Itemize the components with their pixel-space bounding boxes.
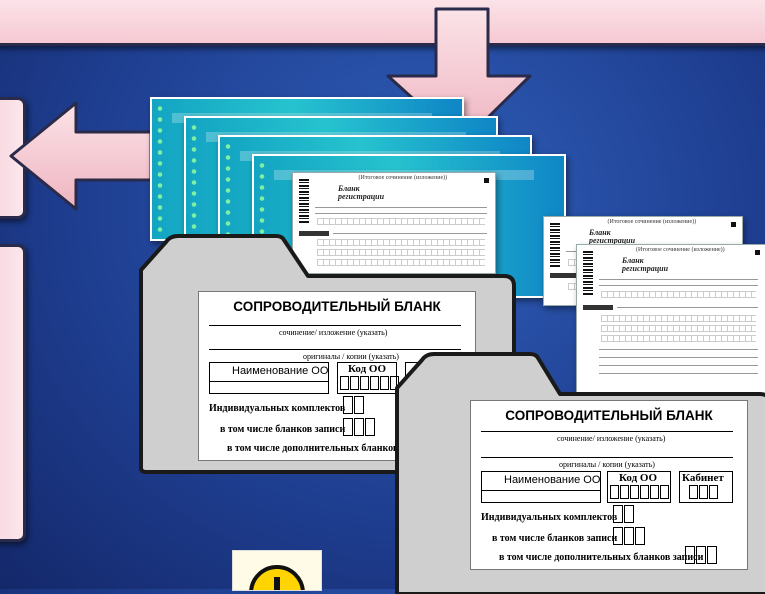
- barcode-icon: [583, 251, 593, 295]
- barcode-icon: [550, 223, 560, 267]
- kits-label: Индивидуальных комплектов: [481, 512, 618, 523]
- arrow-down-icon: [386, 7, 532, 145]
- forms-label: в том числе бланков записи: [220, 424, 346, 435]
- arrow-left-icon: [9, 101, 153, 211]
- reg-form-caption: (Итоговое сочинение (изложение)): [636, 247, 725, 253]
- barcode-icon: [299, 179, 309, 223]
- org-name-label: Наименование ОО: [232, 365, 329, 377]
- reg-form-caption: (Итоговое сочинение (изложение)): [607, 219, 697, 225]
- side-panel-lower: [0, 244, 26, 542]
- kits-cells: [613, 505, 635, 523]
- room-cells: [689, 485, 719, 499]
- org-code-box: [607, 471, 671, 503]
- org-name-label: Наименование ОО: [504, 474, 601, 486]
- top-banner: [0, 0, 765, 46]
- essay-label: сочинение/ изложение (указать): [557, 434, 666, 443]
- org-code-box: [337, 362, 397, 394]
- org-code-cells: [610, 485, 670, 499]
- cover-sheet-right: СОПРОВОДИТЕЛЬНЫЙ БЛАНК сочинение/ изложе…: [470, 400, 748, 570]
- warning-icon: [249, 565, 305, 590]
- reg-form-caption: (Итоговое сочинение (изложение)): [358, 175, 448, 181]
- room-label: Кабинет: [682, 472, 724, 484]
- room-box: [679, 471, 733, 503]
- extra-forms-label: в том числе дополнительных бланков запис…: [227, 443, 432, 454]
- originals-label: оригиналы / копии (указать): [303, 352, 399, 361]
- cover-sheet-title: СОПРОВОДИТЕЛЬНЫЙ БЛАНК: [505, 408, 713, 423]
- org-code-cells: [340, 376, 400, 390]
- forms-cells: [613, 527, 646, 545]
- org-name-box: [209, 362, 329, 394]
- essay-label: сочинение/ изложение (указать): [279, 328, 388, 337]
- warning-badge: [232, 550, 322, 591]
- org-code-label: Код ОО: [619, 472, 658, 484]
- kits-cells: [343, 396, 365, 414]
- forms-cells: [343, 418, 376, 436]
- originals-label: оригиналы / копии (указать): [559, 460, 655, 469]
- org-name-box: [481, 471, 601, 503]
- kits-label: Индивидуальных комплектов: [209, 403, 346, 414]
- folder-right: СОПРОВОДИТЕЛЬНЫЙ БЛАНК сочинение/ изложе…: [392, 350, 765, 594]
- extra-forms-label: в том числе дополнительных бланков запис…: [499, 552, 704, 563]
- cover-sheet-title: СОПРОВОДИТЕЛЬНЫЙ БЛАНК: [233, 299, 441, 314]
- forms-label: в том числе бланков записи: [492, 533, 618, 544]
- extra-forms-cells: [685, 546, 718, 564]
- org-code-label: Код ОО: [348, 363, 387, 375]
